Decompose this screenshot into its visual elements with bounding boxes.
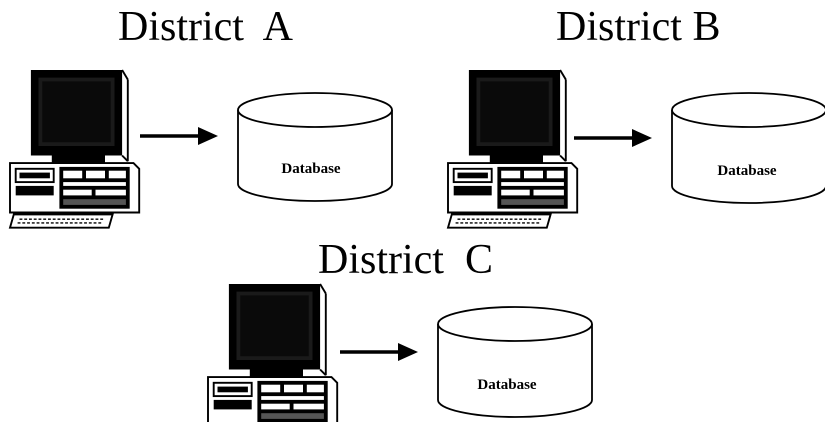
database-label: Database: [477, 377, 537, 393]
district-b-group: District B Database: [447, 4, 825, 229]
arrow-icon: [572, 127, 654, 149]
computer-icon: [9, 69, 141, 229]
district-c-title: District C: [318, 237, 493, 283]
district-b-title: District B: [556, 4, 721, 50]
arrow-icon: [138, 125, 220, 147]
district-c-group: District C Database: [207, 237, 593, 422]
database-icon: [671, 92, 825, 204]
database-label: Database: [717, 163, 777, 179]
computer-icon: [207, 283, 339, 422]
database-icon: [437, 306, 593, 418]
computer-icon: [447, 69, 579, 229]
district-a-title: District A: [118, 4, 294, 50]
district-a-group: District A Database: [9, 4, 393, 229]
database-label: Database: [281, 161, 341, 177]
arrow-icon: [338, 341, 420, 363]
database-icon: [237, 92, 393, 202]
